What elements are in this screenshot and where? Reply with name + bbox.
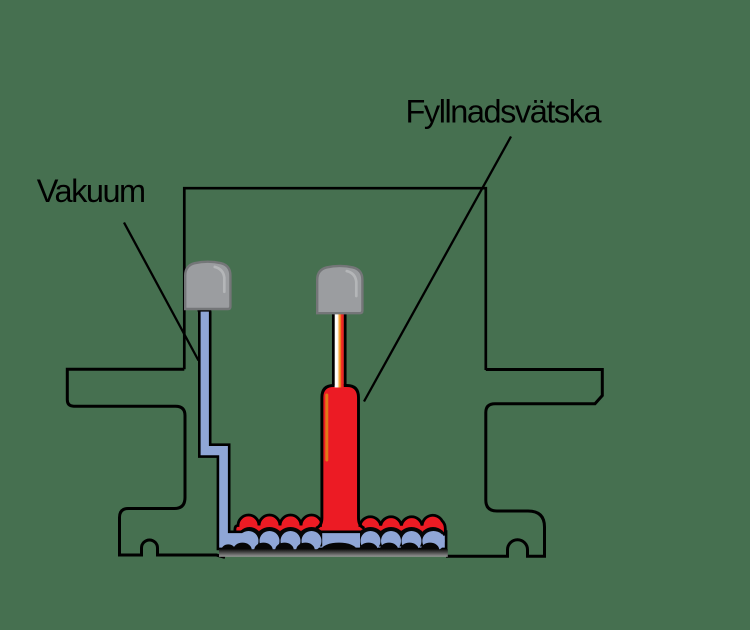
svg-text:Fyllnadsvätska: Fyllnadsvätska	[406, 94, 603, 130]
svg-text:Vakuum: Vakuum	[37, 173, 145, 209]
